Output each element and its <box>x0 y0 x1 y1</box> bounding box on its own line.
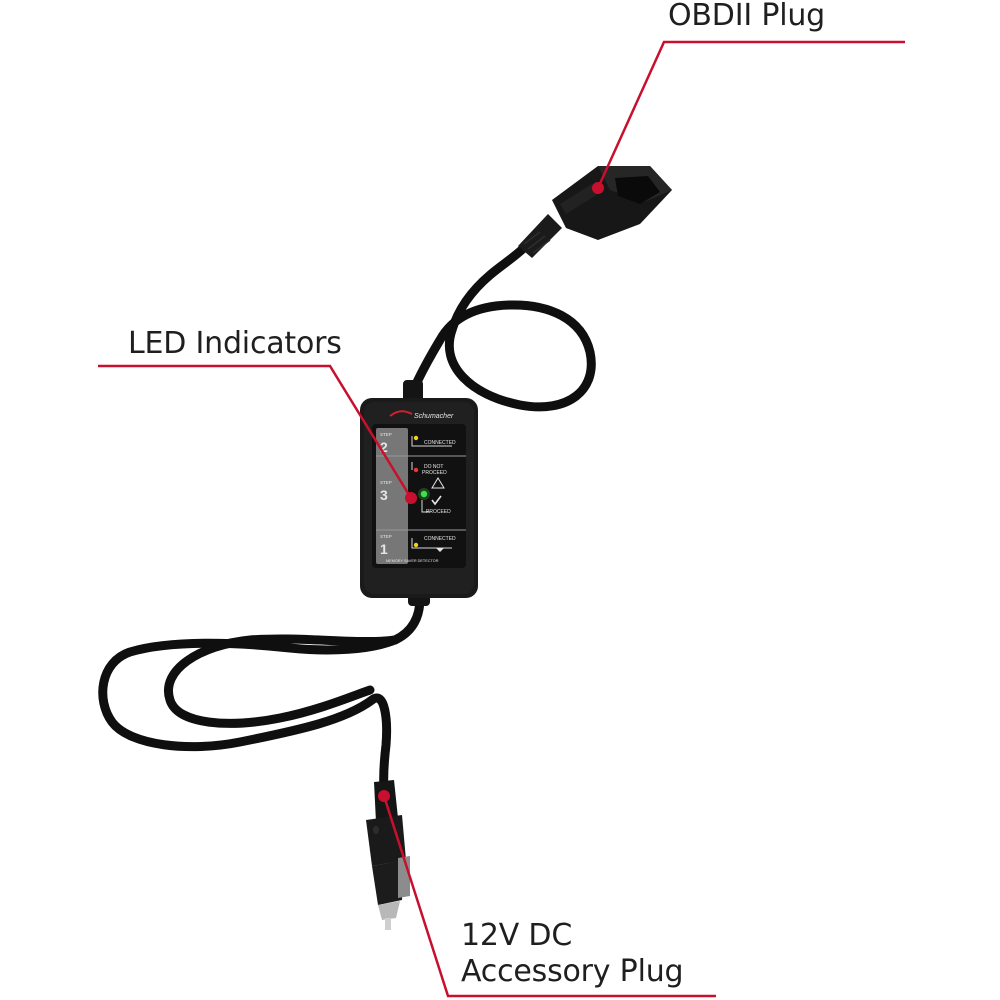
led-proceed <box>420 490 428 498</box>
led-indicators-label: LED Indicators <box>128 326 342 361</box>
accessory-plug-label: 12V DC Accessory Plug <box>461 918 684 990</box>
led-do-not-proceed <box>413 467 419 473</box>
detector-unit: Schumacher STEP 2 CONNECTED STEP 3 DO NO… <box>360 380 478 606</box>
callout-line-obd <box>596 40 905 189</box>
product-name: MEMORY SAVER DETECTOR <box>386 559 439 563</box>
arrow-down-icon <box>436 548 444 552</box>
step3-word: STEP <box>380 480 392 485</box>
callout-dots <box>378 182 604 802</box>
led-step2 <box>413 435 419 441</box>
callout-line-12v <box>382 795 716 998</box>
do-not-label-line2: PROCEED <box>422 470 447 476</box>
accessory-plug-icon <box>366 780 410 930</box>
warning-icon <box>431 477 445 489</box>
callout-lines <box>98 40 905 998</box>
do-not-label-line1: DO NOT <box>424 464 443 470</box>
proceed-label: PROCEED <box>426 509 451 515</box>
step2-number: 2 <box>380 439 388 455</box>
step2-connected: CONNECTED <box>424 440 456 446</box>
callout-line-led <box>98 364 413 499</box>
obd-plug-label: OBDII Plug <box>668 0 826 33</box>
brand-logo: Schumacher <box>414 413 454 420</box>
cable <box>98 223 596 795</box>
accessory-plug-label-line2: Accessory Plug <box>461 954 684 989</box>
step1-number: 1 <box>380 541 388 557</box>
led-step1 <box>413 542 419 548</box>
step1-word: STEP <box>380 534 392 539</box>
obd-plug-icon <box>518 166 672 258</box>
check-icon <box>431 495 442 506</box>
step3-number: 3 <box>380 487 388 503</box>
step2-word: STEP <box>380 432 392 437</box>
accessory-plug-label-line1: 12V DC <box>461 918 573 953</box>
step1-connected: CONNECTED <box>424 536 456 542</box>
